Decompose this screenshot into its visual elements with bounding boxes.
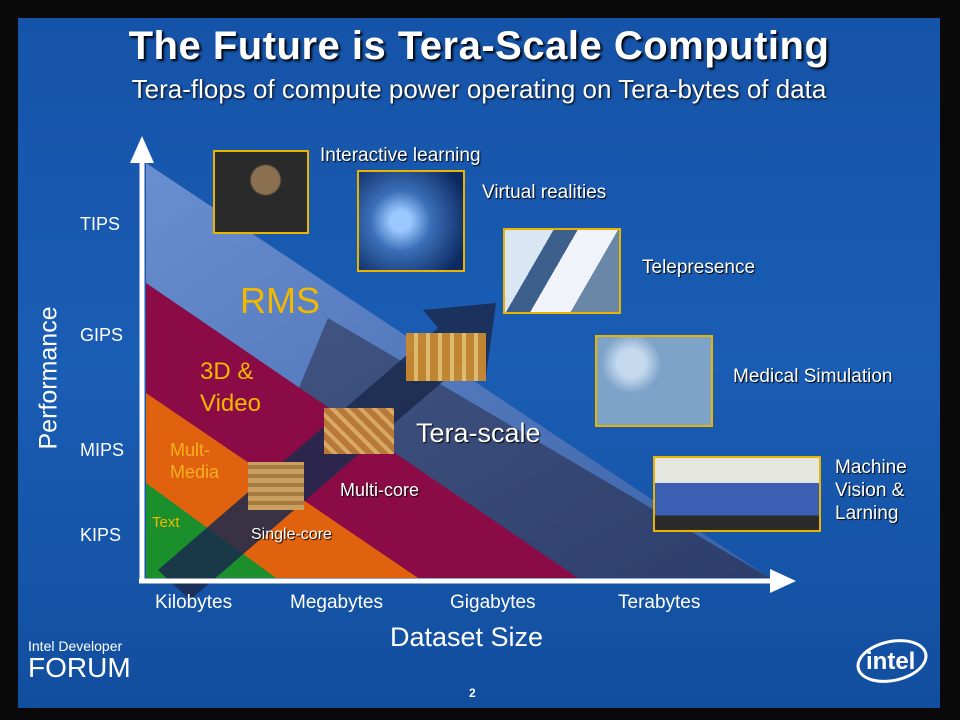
chip-image-medium: [324, 408, 394, 454]
text-label: Text: [152, 514, 180, 531]
multimedia-label-line2: Media: [170, 462, 220, 482]
virtual-realities-label: Virtual realities: [482, 182, 607, 203]
page-number: 2: [469, 686, 476, 700]
machine-vision-label-line3: Larning: [835, 503, 899, 524]
rms-label: RMS: [240, 280, 320, 321]
slide: The Future is Tera-Scale Computing Tera-…: [18, 18, 940, 708]
y-tick-kips: KIPS: [80, 525, 122, 545]
chip-image-small: [248, 462, 304, 510]
y-tick-mips: MIPS: [80, 440, 125, 460]
x-axis-arrowhead: [770, 569, 796, 593]
y-tick-gips: GIPS: [80, 325, 124, 345]
y-tick-tips: TIPS: [80, 214, 121, 234]
chip-image-large: [406, 333, 486, 381]
x-tick-megabytes: Megabytes: [290, 592, 383, 613]
x-tick-kilobytes: Kilobytes: [155, 592, 233, 613]
y-axis-arrowhead: [130, 136, 154, 163]
video-label-line2: Video: [200, 390, 261, 417]
interactive-learning-photo: [213, 150, 309, 234]
x-tick-gigabytes: Gigabytes: [450, 592, 536, 613]
machine-vision-label-line1: Machine: [835, 457, 907, 478]
x-axis-title: Dataset Size: [390, 622, 544, 652]
multimedia-label-line1: Mult-: [170, 440, 210, 460]
medical-simulation-label: Medical Simulation: [733, 366, 893, 387]
video-label-line1: 3D &: [200, 358, 254, 385]
forum-logo-line2: FORUM: [28, 652, 131, 683]
multi-core-label: Multi-core: [340, 480, 420, 500]
medical-simulation-photo: [595, 335, 713, 427]
tera-scale-label: Tera-scale: [416, 418, 541, 448]
machine-vision-label-line2: Vision &: [835, 480, 905, 501]
virtual-realities-photo: [357, 170, 465, 272]
intel-logo-text: intel: [866, 648, 916, 675]
telepresence-label: Telepresence: [642, 257, 756, 278]
x-tick-terabytes: Terabytes: [618, 592, 701, 613]
machine-vision-photo: [653, 456, 821, 532]
single-core-label: Single-core: [251, 526, 332, 543]
slide-title: The Future is Tera-Scale Computing: [128, 24, 830, 68]
slide-subtitle: Tera-flops of compute power operating on…: [131, 74, 827, 104]
interactive-learning-label: Interactive learning: [320, 145, 481, 166]
y-axis-title: Performance: [34, 306, 63, 450]
telepresence-photo: [503, 228, 621, 314]
forum-logo-line1: Intel Developer: [28, 638, 123, 654]
